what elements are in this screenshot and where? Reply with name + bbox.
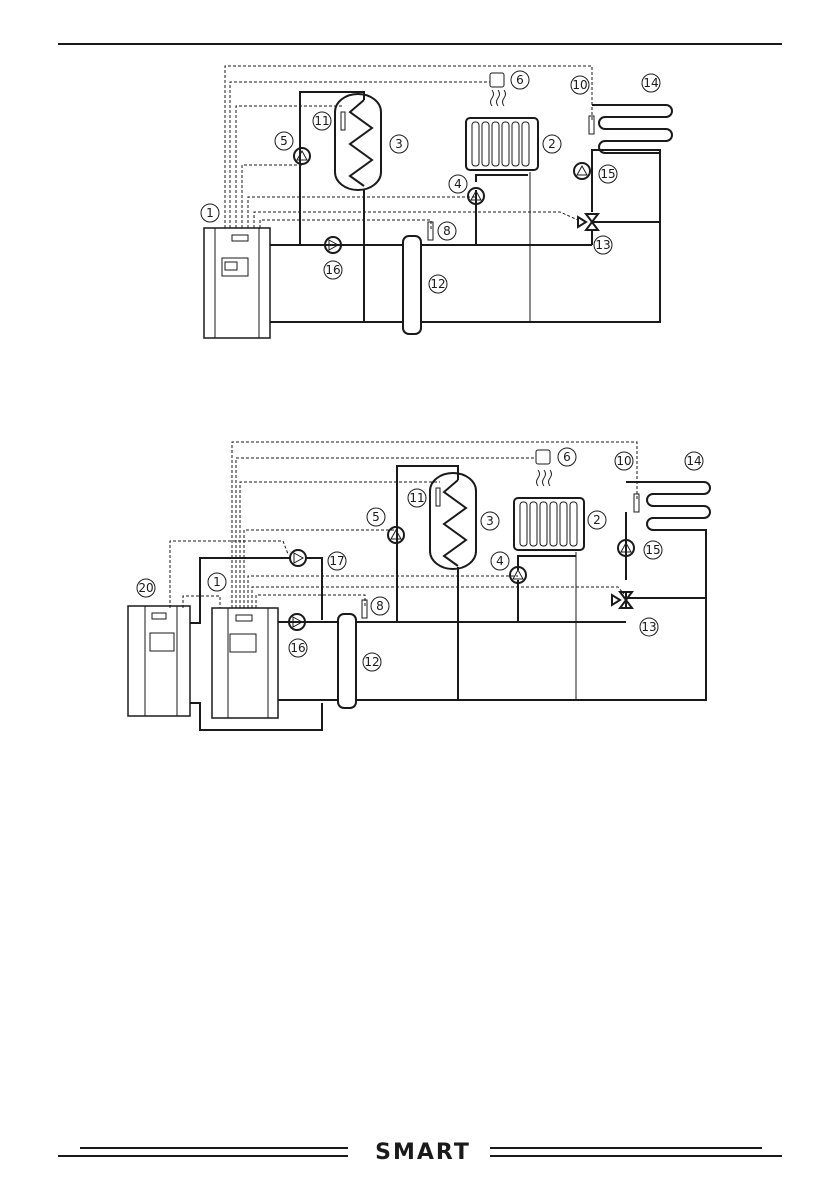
svg-text:2: 2 [548,137,556,151]
callout-12: 12 [428,274,448,294]
pump-17 [289,549,307,567]
pump-4 [467,187,485,205]
svg-text:1: 1 [206,206,214,220]
svg-text:16: 16 [290,641,305,655]
heating-schematic-cascade: 1 2 3 4 5 6 8 10 11 12 13 14 15 16 17 20 [0,420,839,750]
pump-5 [387,526,405,544]
hydraulic-pipes [270,91,661,323]
svg-text:2: 2 [593,513,601,527]
callout-2: 2 [542,134,562,154]
svg-text:16: 16 [325,263,340,277]
callout-16: 16 [323,260,343,280]
pump-15 [573,162,591,180]
callout-11: 11 [407,488,427,508]
svg-text:8: 8 [376,599,384,613]
callout-8: 8 [437,221,457,241]
svg-text:11: 11 [314,114,329,128]
callout-10: 10 [570,75,590,95]
mixing-valve [611,591,634,609]
room-thermostat [535,449,551,465]
callout-11: 11 [312,111,332,131]
heating-schematic-single-boiler: 1 2 3 4 5 6 8 10 11 12 13 14 15 16 [0,0,839,360]
mixing-valve [577,213,600,231]
svg-text:4: 4 [454,177,462,191]
callout-4: 4 [490,551,510,571]
callout-2: 2 [587,510,607,530]
hydraulic-separator [402,235,422,335]
room-thermostat [489,72,505,88]
flow-sensor [427,221,434,241]
svg-text:8: 8 [443,224,451,238]
svg-text:17: 17 [329,554,344,568]
svg-text:6: 6 [516,73,524,87]
footer-rule-right [490,1147,762,1149]
callout-15: 15 [598,164,618,184]
svg-text:6: 6 [563,450,571,464]
svg-text:1: 1 [213,575,221,589]
callout-10: 10 [614,451,634,471]
svg-text:11: 11 [409,491,424,505]
callout-20: 20 [136,578,156,598]
callout-6: 6 [557,447,577,467]
pump-5 [293,147,311,165]
callout-5: 5 [274,131,294,151]
svg-text:10: 10 [616,454,631,468]
svg-text:12: 12 [430,277,445,291]
svg-text:15: 15 [645,543,660,557]
callout-4: 4 [448,174,468,194]
radiator [465,89,539,171]
boiler-unit [211,607,279,719]
callout-13: 13 [639,617,659,637]
hot-water-tank [334,93,382,191]
pump-16 [324,236,342,254]
callout-15: 15 [643,540,663,560]
callout-8: 8 [370,596,390,616]
svg-text:5: 5 [280,134,288,148]
footer-rule-right-lower [490,1155,782,1157]
svg-text:15: 15 [600,167,615,181]
callout-1: 1 [207,572,227,592]
pump-15 [617,539,635,557]
svg-text:13: 13 [641,620,656,634]
top-rule [58,43,782,45]
callout-16: 16 [288,638,308,658]
svg-text:4: 4 [496,554,504,568]
boiler-unit-2 [127,605,191,717]
page-footer: SMART [58,1138,782,1168]
svg-text:3: 3 [395,137,403,151]
svg-text:12: 12 [364,655,379,669]
brand-logo: SMART [375,1140,471,1165]
underfloor-heating-loop [626,481,711,598]
control-wiring-dashed [224,65,593,230]
hydraulic-pipes [190,465,707,731]
radiator [513,469,585,551]
svg-text:5: 5 [372,510,380,524]
boiler-unit [203,227,271,339]
callout-17: 17 [327,551,347,571]
callout-6: 6 [510,70,530,90]
svg-text:14: 14 [643,76,658,90]
callout-5: 5 [366,507,386,527]
callout-1: 1 [200,203,220,223]
flow-sensor [361,599,368,619]
hydraulic-separator [337,613,357,709]
callout-14: 14 [641,73,661,93]
pump-16 [288,613,306,631]
footer-rule-left-lower [58,1155,348,1157]
callout-12: 12 [362,652,382,672]
pump-4 [509,566,527,584]
svg-text:3: 3 [486,514,494,528]
footer-rule-left [80,1147,348,1149]
callout-14: 14 [684,451,704,471]
callout-3: 3 [389,134,409,154]
callout-13: 13 [593,235,613,255]
svg-text:10: 10 [572,78,587,92]
svg-text:14: 14 [686,454,701,468]
svg-text:20: 20 [138,581,153,595]
callout-3: 3 [480,511,500,531]
control-wiring-dashed [169,441,638,608]
svg-text:13: 13 [595,238,610,252]
underfloor-heating-loop [588,104,673,154]
hot-water-tank [429,472,477,570]
